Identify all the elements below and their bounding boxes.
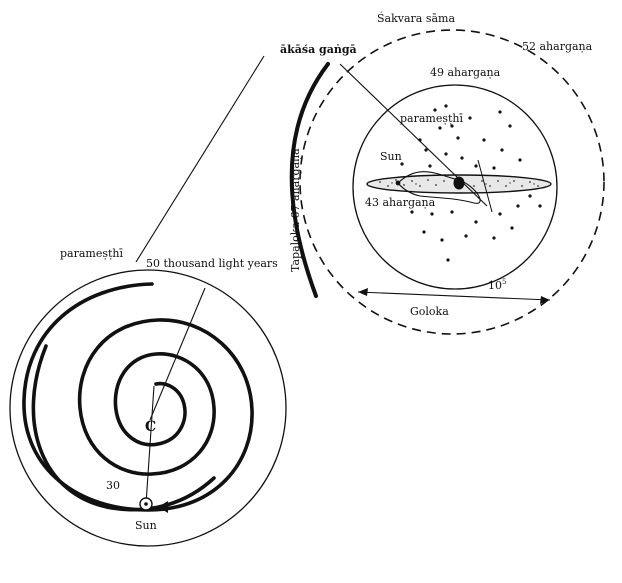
label-paramesthi-top: parameṣṭhī (400, 112, 464, 125)
label-sun-bottom: Sun (135, 519, 157, 532)
label-akasa-ganga: ākāśa gaṅgā (280, 43, 357, 56)
disc-tick (477, 159, 493, 213)
scale-power-base: 10 (488, 279, 502, 292)
label-thirty: 30 (106, 479, 120, 492)
label-52-ahargana: 52 ahargaṇa (522, 40, 593, 53)
scale-power-exponent: 5 (502, 278, 506, 286)
connector-line (135, 55, 265, 263)
tapaloka-arc (289, 62, 330, 298)
label-sun-top: Sun (380, 150, 402, 163)
label-sakvara-sama: Śakvara sāma (377, 11, 455, 25)
inner-solid-circle (352, 84, 558, 290)
label-43-ahargana: 43 ahargaṇa (365, 196, 436, 209)
spiral-outer-circle (9, 269, 287, 547)
goloka-dashed-circle (299, 29, 605, 335)
star-dots (400, 104, 542, 262)
radius-line-sun (145, 385, 155, 505)
label-goloka: Goloka (410, 305, 449, 318)
label-light-years: 50 thousand light years (146, 257, 278, 270)
wavy-band (397, 171, 481, 204)
sun-marker-dot (144, 502, 148, 506)
label-scale-power: 105 (488, 278, 506, 292)
goloka-arrow-right (540, 296, 550, 304)
label-49-ahargana: 49 ahargaṇa (430, 66, 501, 79)
spiral-arrowhead (158, 501, 168, 513)
label-tapaloka: Tapaloka 67 ahargaṇa (289, 148, 302, 272)
spiral-arms (22, 282, 254, 512)
label-centre-c: C (145, 419, 156, 435)
disc-stipple (379, 179, 539, 187)
label-paramesthi-left: parameṣṭhī (60, 247, 124, 260)
akasa-ganga-pointer (339, 63, 488, 207)
goloka-arrow-left (358, 288, 368, 296)
outer-arm-to-sun (31, 344, 216, 512)
goloka-scale-line (357, 291, 551, 301)
radius-line-upper (149, 287, 206, 421)
